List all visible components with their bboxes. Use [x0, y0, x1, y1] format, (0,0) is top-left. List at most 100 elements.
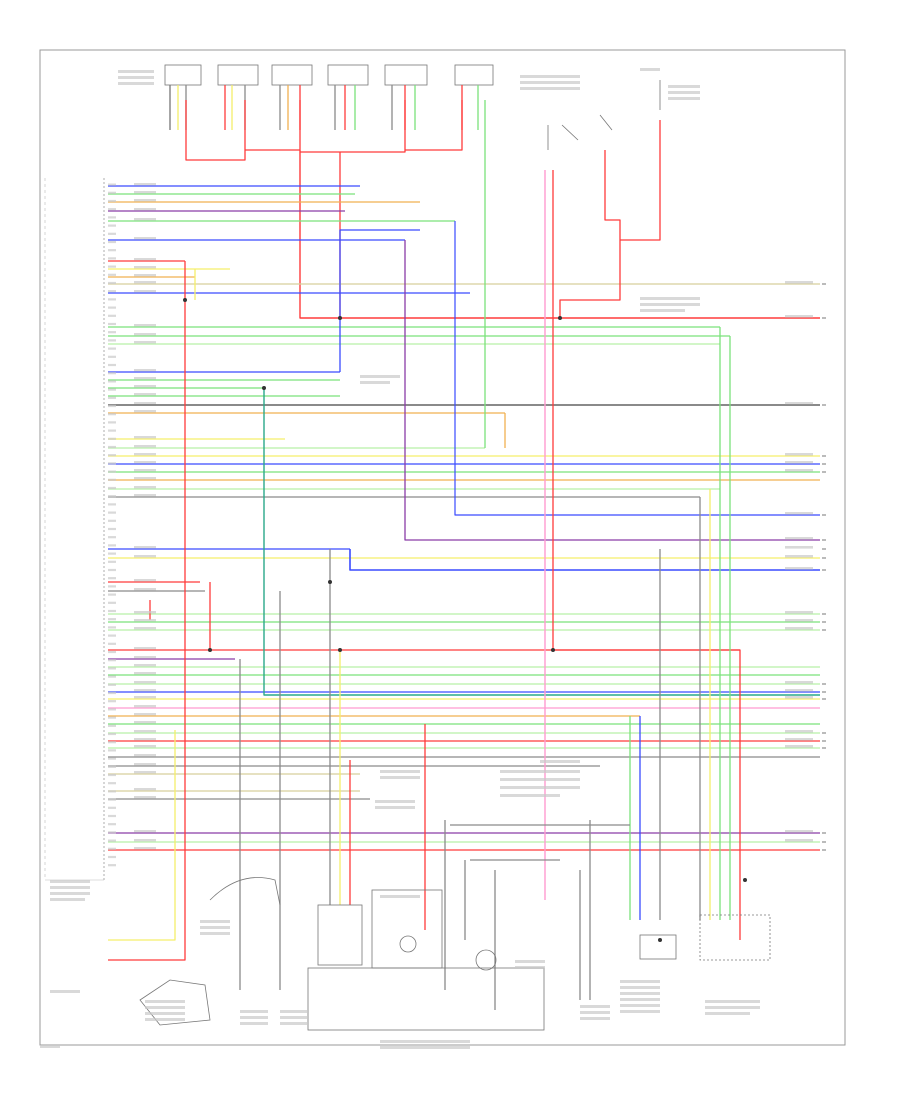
injector-connector-1	[164, 64, 202, 86]
illegible-label	[785, 611, 813, 614]
illegible-label	[375, 800, 415, 803]
illegible-label	[108, 864, 116, 867]
ground-loop	[209, 877, 281, 906]
ignition-module	[371, 889, 443, 969]
illegible-label	[108, 486, 116, 490]
illegible-label	[705, 1006, 760, 1009]
illegible-label	[134, 469, 156, 472]
illegible-label	[134, 445, 156, 448]
illegible-label	[640, 309, 685, 312]
illegible-label	[108, 675, 116, 678]
illegible-label	[134, 477, 156, 480]
illegible-label	[240, 1010, 268, 1013]
illegible-label	[108, 331, 116, 334]
illegible-label	[640, 297, 700, 300]
illegible-label	[108, 306, 116, 309]
illegible-label	[785, 619, 813, 622]
illegible-label	[134, 555, 156, 558]
illegible-label	[134, 494, 156, 497]
sensor-connector	[639, 934, 677, 960]
illegible-label	[134, 588, 156, 591]
illegible-label	[50, 886, 90, 889]
wire	[404, 240, 820, 541]
illegible-label	[785, 546, 813, 549]
illegible-label	[134, 847, 156, 850]
illegible-label	[108, 552, 116, 555]
illegible-label	[108, 626, 116, 629]
illegible-label	[108, 609, 116, 613]
illegible-label	[134, 647, 156, 650]
illegible-label	[108, 257, 116, 260]
illegible-label	[134, 258, 156, 261]
illegible-label	[108, 503, 116, 506]
splice-dot	[551, 648, 555, 652]
illegible-label	[640, 303, 700, 306]
splice-points	[183, 298, 747, 942]
illegible-label	[134, 771, 156, 774]
illegible-label	[134, 218, 156, 221]
illegible-label	[134, 788, 156, 791]
illegible-label	[785, 839, 813, 842]
illegible-label	[108, 429, 116, 432]
illegible-label	[108, 634, 116, 637]
illegible-label	[280, 1016, 308, 1019]
illegible-label	[134, 436, 156, 439]
injector-connector-5	[384, 64, 428, 86]
illegible-label	[134, 274, 156, 277]
illegible-label	[108, 855, 116, 859]
illegible-label	[620, 1010, 660, 1013]
illegible-label	[785, 461, 813, 464]
wire	[108, 730, 176, 941]
illegible-label	[134, 627, 156, 630]
top-connector-row	[164, 64, 494, 86]
illegible-label	[134, 745, 156, 748]
illegible-label	[134, 664, 156, 667]
illegible-label	[108, 421, 116, 424]
distributor-assembly-box	[307, 967, 545, 1031]
illegible-label	[515, 960, 545, 963]
illegible-label	[134, 672, 156, 675]
illegible-label	[108, 667, 116, 670]
illegible-label	[108, 691, 116, 695]
illegible-label	[108, 249, 116, 252]
illegible-label	[200, 932, 230, 935]
illegible-label	[145, 1018, 185, 1021]
illegible-label	[500, 770, 580, 773]
illegible-label	[108, 831, 116, 834]
illegible-label	[785, 730, 813, 733]
illegible-label	[360, 375, 400, 378]
illegible-label	[108, 659, 116, 662]
illegible-label	[145, 1006, 185, 1009]
illegible-label	[705, 1012, 750, 1015]
illegible-label	[108, 290, 116, 293]
illegible-label	[785, 281, 813, 284]
illegible-label	[108, 404, 116, 408]
illegible-label	[108, 577, 116, 580]
illegible-label	[520, 87, 580, 90]
illegible-label	[134, 721, 156, 724]
diagram-border	[39, 49, 846, 1046]
illegible-label	[108, 454, 116, 457]
illegible-label	[108, 380, 116, 383]
illegible-label	[118, 82, 154, 85]
wire	[405, 100, 463, 151]
illegible-label	[785, 681, 813, 684]
illegible-label	[108, 314, 116, 317]
splice-dot	[208, 648, 212, 652]
illegible-label	[668, 91, 700, 94]
illegible-label	[134, 393, 156, 396]
illegible-label	[118, 76, 154, 79]
illegible-label	[134, 486, 156, 489]
illegible-label	[668, 85, 700, 88]
illegible-label	[108, 757, 116, 760]
illegible-label	[108, 560, 116, 563]
illegible-label	[668, 97, 700, 100]
illegible-label	[785, 555, 813, 558]
illegible-label	[785, 402, 813, 405]
bottom-components	[139, 877, 771, 1031]
splice-dot	[183, 298, 187, 302]
illegible-label	[108, 814, 116, 818]
splice-dot	[558, 316, 562, 320]
illegible-label	[785, 469, 813, 472]
wire	[185, 100, 246, 161]
